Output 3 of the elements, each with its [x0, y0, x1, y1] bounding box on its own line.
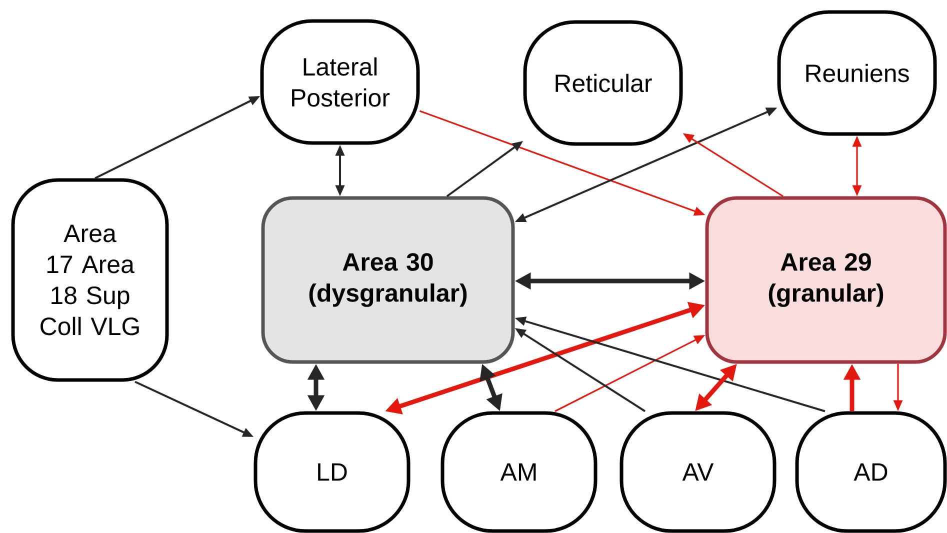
- region-box: Area 17 Area 18 Sup Coll VLG: [11, 178, 169, 382]
- cortex-box: Area 29 (granular): [705, 196, 947, 364]
- cortex-box: Area 30 (dysgranular): [261, 196, 515, 364]
